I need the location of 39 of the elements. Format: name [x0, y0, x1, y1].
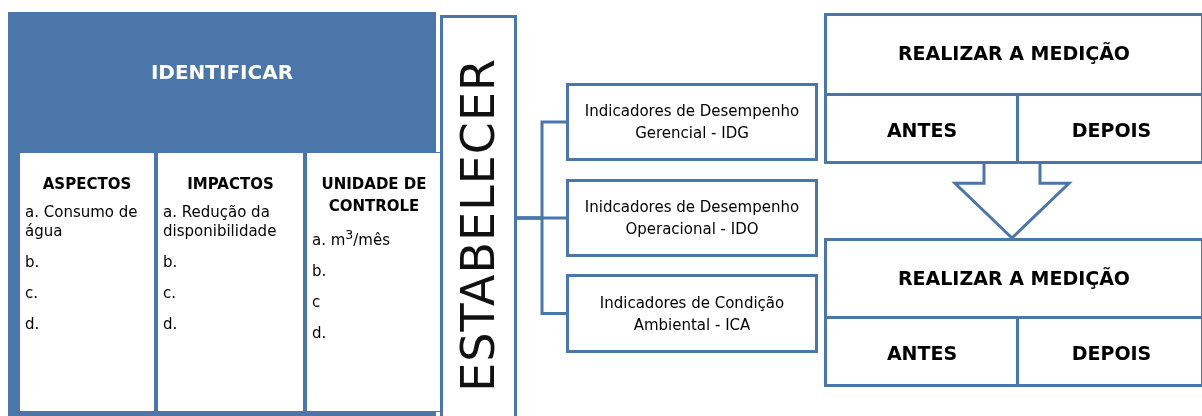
table-cell: [1016, 93, 1202, 164]
indicator-box: [566, 179, 818, 257]
panel-title: IDENTIFICAR: [149, 60, 295, 84]
cell-label: ANTES: [886, 342, 958, 364]
list-item: b.: [312, 262, 328, 281]
list-item: d.: [312, 324, 328, 343]
indicator-label: Inidcadores de Desempenho Operacional - IDO: [583, 197, 801, 240]
table-cell: [1016, 316, 1202, 387]
column-heading: ASPECTOS: [41, 174, 133, 195]
list-item: c.: [25, 284, 39, 303]
list-item: a. m$^{3}$/mês: [312, 226, 391, 250]
column-card: [306, 152, 442, 412]
list-item: a. Redução da disponibilidade: [163, 203, 278, 241]
table-title: REALIZAR A MEDIÇÃO: [896, 42, 1132, 64]
indicator-box: [566, 83, 818, 161]
list-item: a. Consumo de água: [25, 203, 139, 241]
indicator-label: Indicadores de Desempenho Gerencial - IDG: [583, 101, 801, 144]
indicator-box: [566, 274, 818, 353]
list-item: c.: [163, 284, 177, 303]
list-item: d.: [163, 315, 179, 334]
column-heading: UNIDADE DE CONTROLE: [320, 174, 428, 217]
table-title: REALIZAR A MEDIÇÃO: [896, 267, 1132, 289]
column-card: [19, 152, 155, 412]
measurement-table: [824, 13, 1202, 164]
indicator-label: Indicadores de Condição Ambiental - ICA: [598, 292, 786, 336]
measurement-table: [824, 238, 1202, 387]
vertical-heading: ESTABELECER: [450, 58, 506, 392]
cell-label: DEPOIS: [1071, 342, 1152, 364]
column-card: [157, 152, 304, 412]
block-arrow: [951, 162, 1073, 241]
cell-label: DEPOIS: [1071, 119, 1152, 141]
connector-line: [517, 216, 566, 315]
cell-label: ANTES: [886, 119, 958, 141]
list-item: b.: [163, 253, 179, 272]
list-item: c: [312, 293, 322, 312]
list-item: d.: [25, 315, 41, 334]
vertical-label-box: [440, 15, 517, 416]
column-heading: IMPACTOS: [186, 174, 275, 195]
list-item: b.: [25, 253, 41, 272]
